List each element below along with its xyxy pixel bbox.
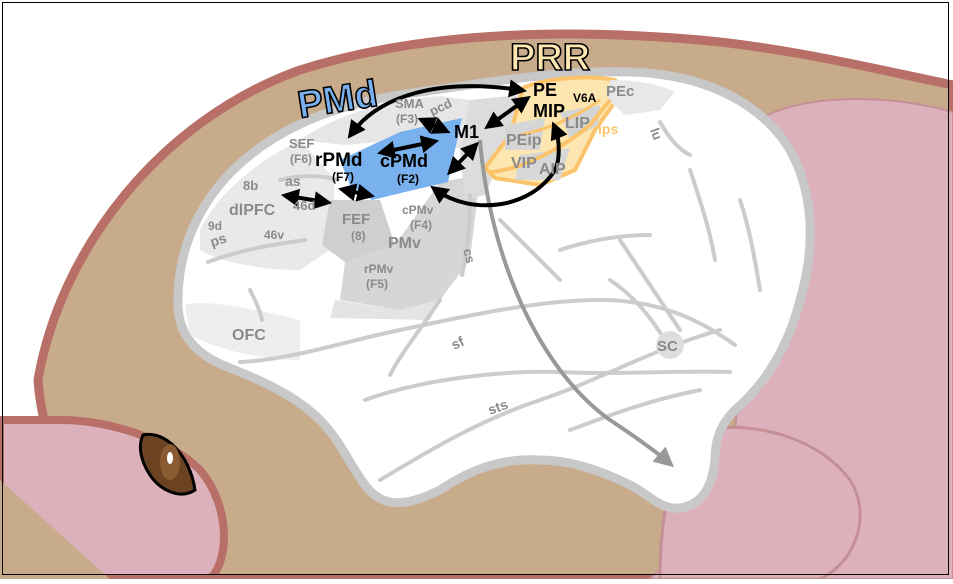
label-rpmd: rPMd: [315, 150, 363, 171]
label-peip: PEip: [506, 132, 542, 149]
label-sc: SC: [657, 338, 678, 355]
label-f6: (F6): [290, 152, 312, 166]
label-f2: (F2): [397, 172, 419, 186]
label-mip: MIP: [533, 101, 565, 121]
label-f7: (F7): [332, 170, 354, 184]
label-as: as: [285, 173, 301, 189]
label-aip: AIP: [539, 161, 566, 178]
label-f3: (F3): [396, 112, 418, 126]
label-f5: (F5): [366, 277, 388, 291]
label-dlpfc: dlPFC: [229, 202, 276, 219]
label-46v: 46v: [264, 228, 284, 242]
label-pec: PEc: [606, 83, 634, 100]
label-sma: SMA: [395, 96, 425, 111]
label-rpmv: rPMv: [364, 262, 394, 276]
label-46d: 46d: [293, 198, 315, 213]
label-cpmd: cPMd: [380, 151, 428, 171]
label-sef: SEF: [289, 136, 314, 151]
label-8: (8): [351, 229, 366, 243]
label-f4: (F4): [410, 218, 432, 232]
label-vip: VIP: [511, 155, 537, 172]
label-pe: PE: [533, 80, 557, 100]
label-lip: LIP: [565, 115, 590, 132]
label-cpmv: cPMv: [402, 203, 434, 217]
label-v6a: V6A: [573, 91, 597, 105]
label-pmv: PMv: [388, 235, 421, 252]
label-m1: M1: [454, 122, 479, 142]
label-fef: FEF: [342, 211, 370, 228]
label-8b: 8b: [243, 178, 258, 193]
label-ofc: OFC: [232, 327, 266, 344]
label-ips: ips: [598, 121, 618, 137]
prr-title: PRR: [510, 37, 590, 79]
